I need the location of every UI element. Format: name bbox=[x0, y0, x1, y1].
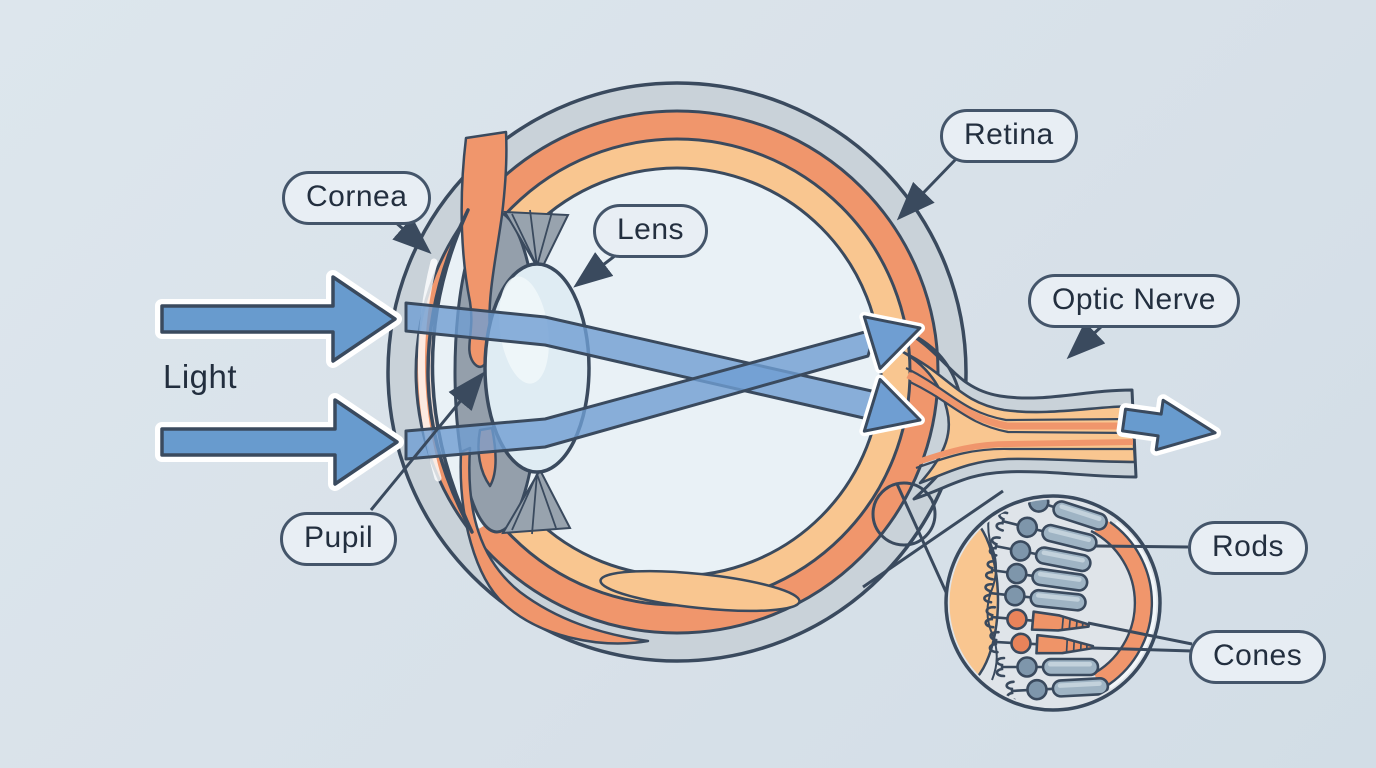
light-arrow-lower bbox=[155, 393, 404, 491]
nerve-stripe-orange-2 bbox=[917, 439, 1134, 465]
ciliary-body-top bbox=[503, 210, 570, 275]
leader-lines bbox=[369, 156, 1193, 653]
optic-nerve-label: Optic Nerve bbox=[1028, 274, 1240, 328]
light-arrow-upper bbox=[155, 270, 402, 368]
zonule-fibers-bottom bbox=[511, 473, 557, 535]
photoreceptor-inset bbox=[944, 494, 1162, 712]
cones-label: Cones bbox=[1189, 630, 1327, 684]
nerve-arrow-shape bbox=[1120, 398, 1217, 452]
nerve-stripe-line-2 bbox=[909, 381, 1133, 435]
magnifier-line-b bbox=[862, 489, 1004, 589]
incoming-light-arrows bbox=[155, 270, 404, 491]
ciliary-body-bottom bbox=[501, 467, 572, 535]
cornea-leader bbox=[392, 216, 432, 254]
inset-border bbox=[944, 494, 1162, 712]
retina-label: Retina bbox=[940, 109, 1078, 163]
nerve-stripe-line-1 bbox=[905, 367, 1133, 422]
retina-zoom-source-circle bbox=[871, 481, 937, 547]
cones-leader-2 bbox=[1091, 646, 1193, 653]
nerve-signal-arrow bbox=[1116, 394, 1222, 456]
inset-band-edge-outer bbox=[1104, 521, 1154, 689]
zonule-fibers-top bbox=[511, 209, 553, 267]
light-rays bbox=[404, 301, 925, 461]
cornea-label: Cornea bbox=[282, 171, 432, 225]
optic-nerve-leader bbox=[1066, 321, 1106, 360]
lens-leader bbox=[573, 250, 621, 288]
inset-outer-light-band bbox=[1106, 520, 1157, 690]
rods-label: Rods bbox=[1188, 521, 1309, 575]
ray-arrowhead-lower bbox=[859, 374, 925, 437]
cones-leader-1 bbox=[1087, 621, 1193, 646]
light-label: Light bbox=[163, 358, 238, 395]
retina-bottom-edge bbox=[599, 569, 801, 613]
rods-leader bbox=[1095, 544, 1189, 549]
optic-nerve-bundle bbox=[896, 325, 1222, 501]
ray-arrowhead-upper bbox=[859, 311, 925, 374]
light-ray-lower bbox=[404, 327, 878, 461]
pupil-leader bbox=[369, 371, 485, 511]
pupil-label: Pupil bbox=[280, 512, 398, 566]
lens-label: Lens bbox=[593, 204, 709, 258]
nerve-stripe-line-3 bbox=[915, 447, 1133, 470]
inset-choroid-band bbox=[1093, 517, 1152, 689]
nerve-stripe-orange-1 bbox=[906, 371, 1132, 430]
retina-leader bbox=[896, 156, 959, 221]
